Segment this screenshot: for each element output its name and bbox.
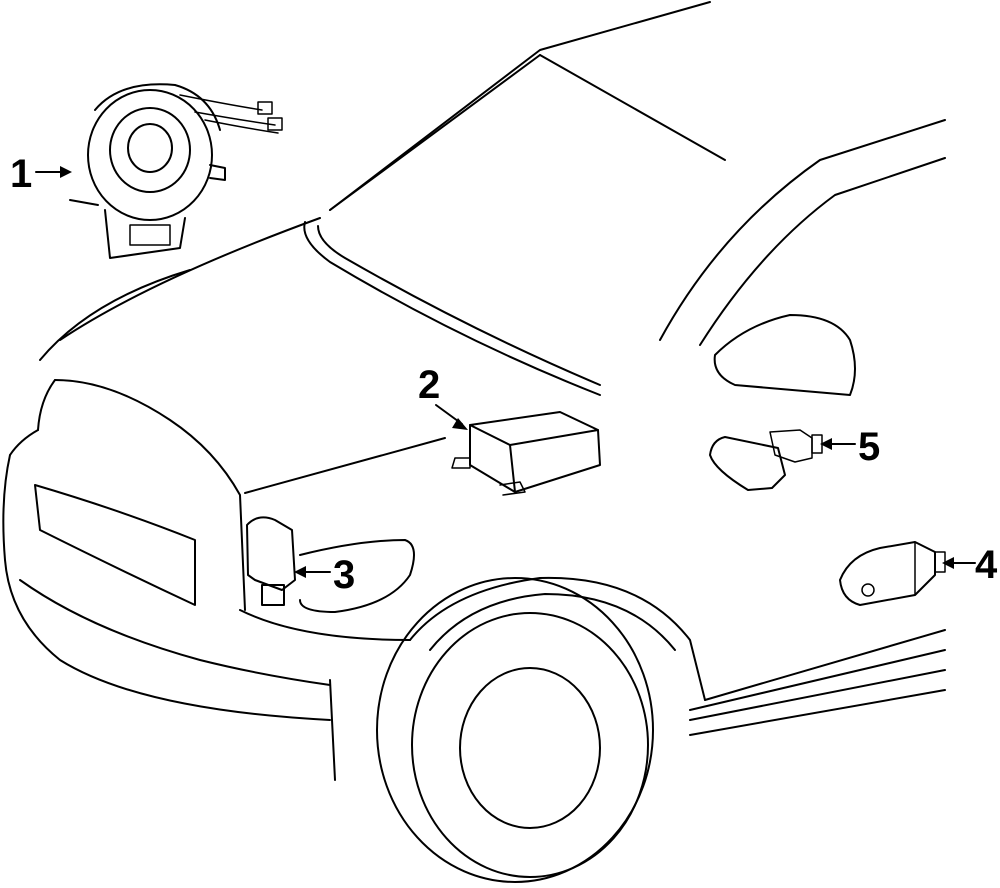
vehicle-outline [2, 1, 946, 781]
callout-labels: 1 2 3 4 5 [10, 152, 998, 597]
side-sensor-part [839, 541, 946, 606]
callout-1: 1 [10, 152, 32, 196]
callout-3: 3 [333, 553, 355, 597]
leader-lines [35, 166, 976, 578]
clock-spring-part [69, 83, 283, 259]
callout-4: 4 [975, 543, 998, 587]
front-sensor-part [246, 516, 296, 606]
front-wheel [376, 577, 654, 883]
airbag-module-part [451, 411, 601, 496]
door-sensor-part [709, 429, 823, 491]
callout-2: 2 [418, 363, 440, 407]
callout-5: 5 [858, 425, 880, 469]
